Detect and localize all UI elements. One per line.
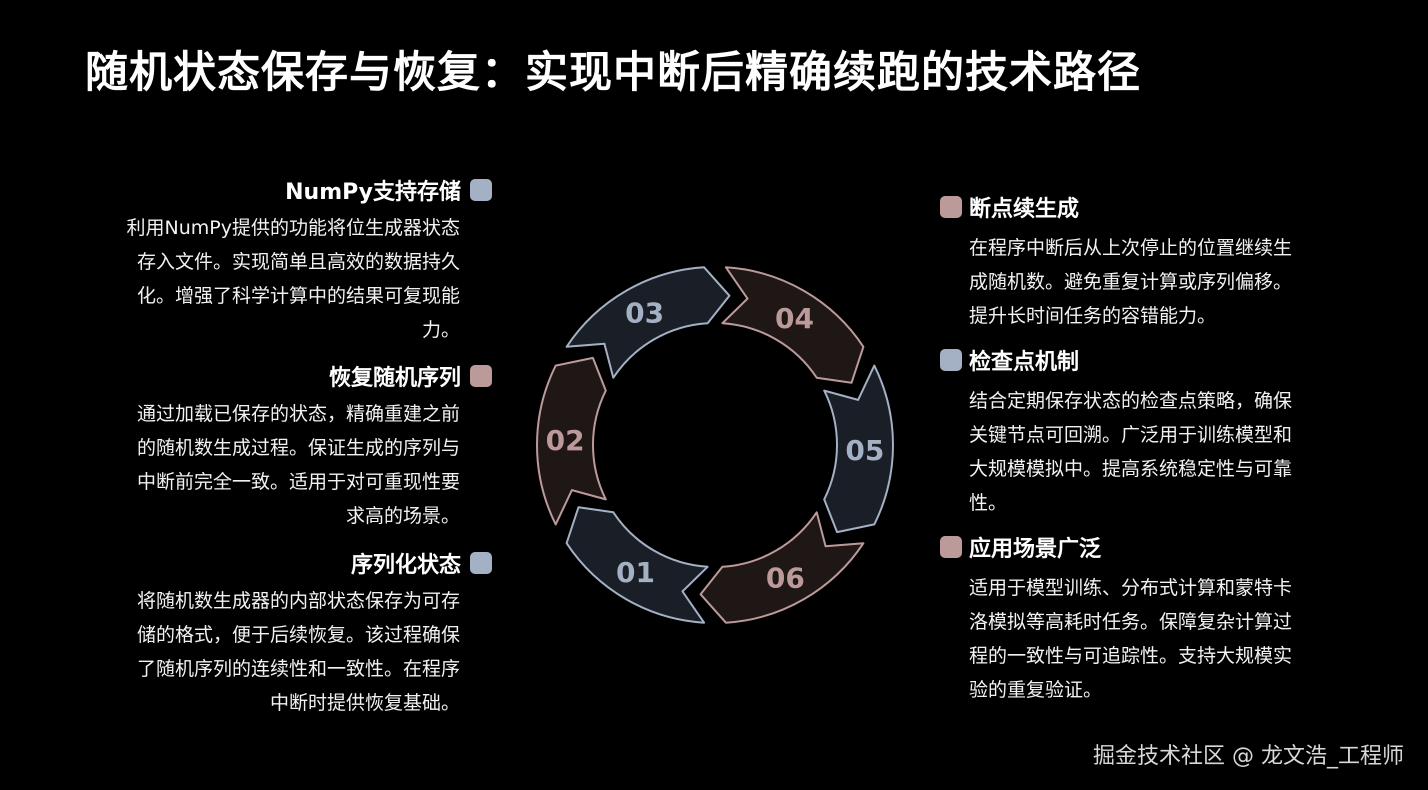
feature-numpy-storage: NumPy支持存储 利用NumPy提供的功能将位生成器状态 存入文件。实现简单且… bbox=[60, 175, 492, 347]
cycle-segment-03 bbox=[565, 266, 731, 379]
desc-line: 中断前完全一致。适用于对可重现性要 bbox=[136, 471, 460, 493]
feature-title: 断点续生成 bbox=[969, 197, 1080, 222]
desc-line: 储的格式，便于后续恢复。该过程确保 bbox=[136, 624, 460, 646]
feature-checkpoint: 检查点机制 结合定期保存状态的检查点策略，确保 关键节点可回溯。广泛用于训练模型… bbox=[940, 345, 1340, 520]
desc-line: 利用NumPy提供的功能将位生成器状态 bbox=[126, 217, 460, 239]
desc-line: 提升长时间任务的容错能力。 bbox=[969, 305, 1217, 327]
desc-line: 将随机数生成器的内部状态保存为可存 bbox=[136, 590, 460, 612]
square-bullet-icon bbox=[940, 536, 962, 558]
feature-applications: 应用场景广泛 适用于模型训练、分布式计算和蒙特卡 洛模拟等高耗时任务。保障复杂计… bbox=[940, 532, 1340, 707]
feature-restore-sequence: 恢复随机序列 通过加载已保存的状态，精确重建之前 的随机数生成过程。保证生成的序… bbox=[60, 361, 492, 533]
desc-line: 大规模模拟中。提高系统稳定性与可靠 bbox=[969, 458, 1293, 480]
desc-line: 了随机序列的连续性和一致性。在程序 bbox=[136, 658, 460, 680]
cycle-segment-06 bbox=[699, 511, 865, 624]
desc-line: 成随机数。避免重复计算或序列偏移。 bbox=[969, 271, 1293, 293]
square-bullet-icon bbox=[470, 365, 492, 387]
cycle-segment-label: 02 bbox=[546, 424, 585, 457]
feature-title: NumPy支持存储 bbox=[285, 180, 461, 205]
desc-line: 程的一致性与可追踪性。支持大规模实 bbox=[969, 645, 1293, 667]
desc-line: 存入文件。实现简单且高效的数据持久 bbox=[136, 251, 460, 273]
cycle-ring-diagram: 01 02 03 04 05 06 bbox=[536, 266, 894, 624]
cycle-segment-label: 03 bbox=[625, 297, 664, 330]
cycle-segment-label: 06 bbox=[766, 561, 805, 594]
square-bullet-icon bbox=[940, 349, 962, 371]
square-bullet-icon bbox=[470, 179, 492, 201]
cycle-segment-label: 01 bbox=[616, 556, 655, 589]
feature-title: 序列化状态 bbox=[350, 553, 461, 578]
desc-line: 通过加载已保存的状态，精确重建之前 bbox=[136, 403, 460, 425]
square-bullet-icon bbox=[940, 196, 962, 218]
feature-title: 恢复随机序列 bbox=[328, 366, 461, 391]
cycle-segment-label: 05 bbox=[845, 434, 884, 467]
feature-serialize-state: 序列化状态 将随机数生成器的内部状态保存为可存 储的格式，便于后续恢复。该过程确… bbox=[60, 548, 492, 720]
desc-line: 适用于模型训练、分布式计算和蒙特卡 bbox=[969, 577, 1293, 599]
desc-line: 化。增强了科学计算中的结果可复现能 bbox=[136, 285, 460, 307]
desc-line: 在程序中断后从上次停止的位置继续生 bbox=[969, 237, 1293, 259]
cycle-segment-01 bbox=[565, 506, 709, 624]
page-title: 随机状态保存与恢复：实现中断后精确续跑的技术路径 bbox=[85, 48, 1141, 98]
feature-resume-generation: 断点续生成 在程序中断后从上次停止的位置继续生 成随机数。避免重复计算或序列偏移… bbox=[940, 192, 1340, 333]
desc-line: 关键节点可回溯。广泛用于训练模型和 bbox=[969, 424, 1293, 446]
desc-line: 验的重复验证。 bbox=[969, 679, 1103, 701]
desc-line: 力。 bbox=[421, 319, 460, 341]
square-bullet-icon bbox=[470, 552, 492, 574]
desc-line: 中断时提供恢复基础。 bbox=[269, 692, 460, 714]
cycle-segment-02 bbox=[536, 356, 607, 526]
feature-title: 应用场景广泛 bbox=[969, 537, 1102, 562]
cycle-segment-05 bbox=[823, 364, 894, 534]
cycle-segment-label: 04 bbox=[775, 302, 814, 335]
desc-line: 洛模拟等高耗时任务。保障复杂计算过 bbox=[969, 611, 1293, 633]
desc-line: 性。 bbox=[969, 492, 1008, 514]
watermark: 掘金技术社区 @ 龙文浩_工程师 bbox=[1093, 744, 1404, 769]
desc-line: 结合定期保存状态的检查点策略，确保 bbox=[969, 390, 1293, 412]
desc-line: 求高的场景。 bbox=[345, 505, 460, 527]
desc-line: 的随机数生成过程。保证生成的序列与 bbox=[136, 437, 460, 459]
cycle-segment-04 bbox=[721, 266, 865, 384]
feature-title: 检查点机制 bbox=[969, 350, 1080, 375]
